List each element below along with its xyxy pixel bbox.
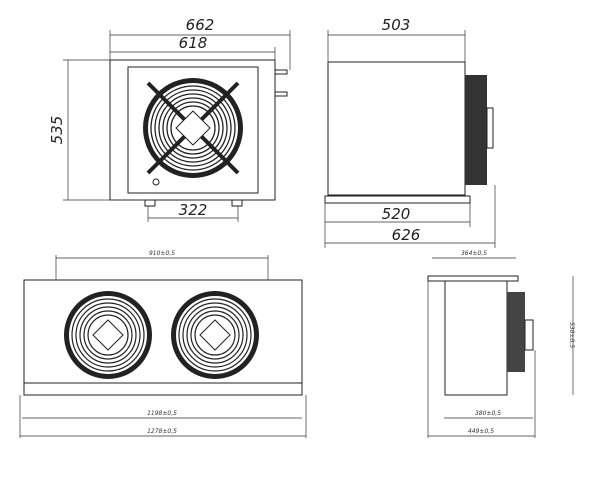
dim-depth: 503 [382, 16, 411, 34]
dim-overall-length: 1278±0,5 [147, 428, 177, 435]
front-view: 662 618 535 322 [48, 16, 291, 222]
dim-overall-depth: 626 [392, 226, 421, 244]
fan-icon [143, 78, 243, 178]
dim-height-twin: 530±0,5 [568, 322, 575, 348]
dim-width-outer: 662 [186, 16, 215, 34]
dim-feet-spacing: 322 [179, 201, 208, 219]
dim-base-depth: 520 [382, 205, 411, 223]
dim-base-width: 380±0,5 [475, 410, 501, 417]
fan-icon [64, 291, 152, 379]
dim-width-inner: 618 [179, 34, 208, 52]
fan-icon [171, 291, 259, 379]
dim-height: 535 [48, 116, 66, 145]
dim-top-width: 364±0,5 [461, 250, 487, 257]
twin-fan-side-view: 364±0,5 530±0,5 380±0,5 449±0,5 [427, 250, 575, 438]
side-view: 503 520 626 [324, 16, 496, 248]
twin-fan-front-view: 910±0,5 1198±0,5 1278±0,5 [19, 250, 307, 438]
dim-mount-spacing: 910±0,5 [149, 250, 175, 257]
dim-base-length: 1198±0,5 [147, 410, 177, 417]
dim-overall-width: 449±0,5 [468, 428, 494, 435]
